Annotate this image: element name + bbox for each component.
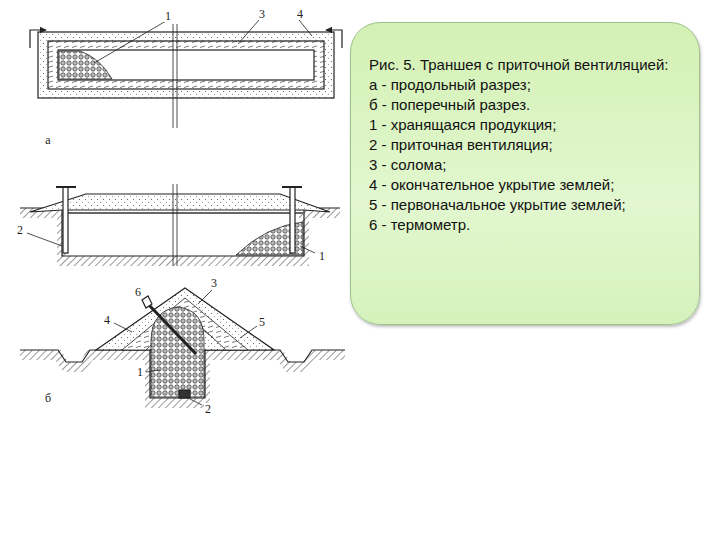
- view-letter: б: [44, 392, 52, 404]
- callout-number: 3: [258, 8, 266, 20]
- callout-number: 1: [136, 366, 144, 378]
- callout-number: 1: [164, 10, 172, 22]
- figure-caption: Рис. 5. Траншея с приточной вентиляцией:: [369, 55, 683, 75]
- callout-number: 3: [210, 277, 218, 289]
- legend-item: 5 - первоначальное укрытие землей;: [369, 195, 683, 215]
- callout-number: 1: [318, 250, 326, 262]
- caption-panel: Рис. 5. Траншея с приточной вентиляцией:…: [350, 22, 700, 325]
- callout-number: 4: [296, 8, 304, 20]
- callout-number: 2: [16, 224, 24, 236]
- legend-item: 1 - хранящаяся продукция;: [369, 115, 683, 135]
- legend-item: 3 - солома;: [369, 155, 683, 175]
- legend-item: б - поперечный разрез.: [369, 95, 683, 115]
- cross-section: [20, 288, 345, 405]
- legend-item: 4 - окончательное укрытие землей;: [369, 175, 683, 195]
- legend-item: а - продольный разрез;: [369, 75, 683, 95]
- legend-item: 6 - термометр.: [369, 215, 683, 235]
- plan-view: [30, 20, 342, 128]
- callout-number: 2: [204, 403, 212, 415]
- legend-item: 2 - приточная вентиляция;: [369, 135, 683, 155]
- view-letter: а: [44, 134, 51, 146]
- callout-number: 6: [134, 286, 142, 298]
- callout-number: 4: [103, 314, 111, 326]
- longitudinal-section: [20, 184, 340, 266]
- callout-number: 5: [258, 316, 266, 328]
